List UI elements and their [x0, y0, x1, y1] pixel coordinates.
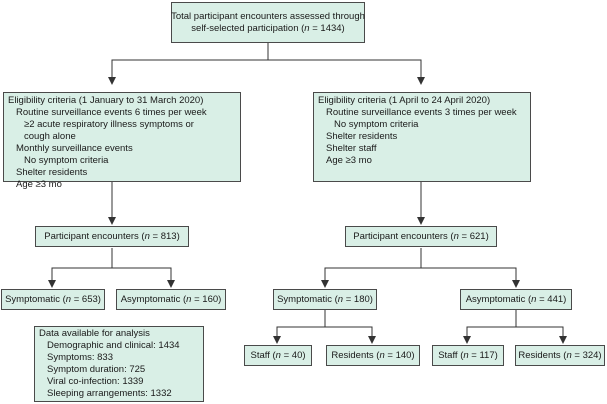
left-eligibility-item: ≥2 acute respiratory illness symptoms or — [24, 119, 194, 130]
right-encounters-box: Participant encounters (n = 621) — [345, 226, 497, 247]
left-eligibility-item: Monthly surveillance events — [16, 143, 133, 154]
data-available-item: Viral co-infection: 1339 — [47, 376, 144, 387]
total-line2: self-selected participation (n = 1434) — [191, 22, 345, 34]
right-eligibility-item: Routine surveillance events 3 times per … — [326, 107, 517, 118]
total-line1: Total participant encounters assessed th… — [171, 10, 365, 22]
left-eligibility-item: Routine surveillance events 6 times per … — [16, 107, 207, 118]
right-eligibility-box: Eligibility criteria (1 April to 24 Apri… — [313, 92, 531, 182]
left-encounters-box: Participant encounters (n = 813) — [35, 226, 189, 247]
data-available-box: Data available for analysis Demographic … — [34, 326, 204, 402]
left-eligibility-box: Eligibility criteria (1 January to 31 Ma… — [3, 92, 241, 190]
residents-symptomatic-box: Residents (n = 140) — [326, 345, 420, 366]
data-available-item: Demographic and clinical: 1434 — [47, 340, 180, 351]
left-eligibility-item: Shelter residents — [16, 167, 88, 178]
data-available-item: Symptoms: 833 — [47, 352, 113, 363]
data-available-item: Symptom duration: 725 — [47, 364, 146, 375]
residents-asymptomatic-box: Residents (n = 324) — [515, 345, 605, 366]
left-asymptomatic-box: Asymptomatic (n = 160) — [116, 289, 226, 310]
right-eligibility-title: Eligibility criteria (1 April to 24 Apri… — [318, 95, 491, 106]
right-eligibility-item: Age ≥3 mo — [326, 155, 372, 166]
left-eligibility-item: No symptom criteria — [24, 155, 109, 166]
right-asymptomatic-box: Asymptomatic (n = 441) — [460, 289, 572, 310]
right-eligibility-item: Shelter residents — [326, 131, 398, 142]
left-eligibility-item: Age ≥3 mo — [16, 179, 62, 190]
staff-symptomatic-box: Staff (n = 40) — [244, 345, 312, 366]
staff-asymptomatic-box: Staff (n = 117) — [432, 345, 504, 366]
data-available-title: Data available for analysis — [39, 328, 150, 339]
left-eligibility-title: Eligibility criteria (1 January to 31 Ma… — [8, 95, 204, 106]
total-encounters-box: Total participant encounters assessed th… — [171, 2, 365, 43]
data-available-item: Sleeping arrangements: 1332 — [47, 388, 172, 399]
left-symptomatic-box: Symptomatic (n = 653) — [1, 289, 105, 310]
right-eligibility-item: No symptom criteria — [334, 119, 419, 130]
left-eligibility-item: cough alone — [24, 131, 76, 142]
right-eligibility-item: Shelter staff — [326, 143, 377, 154]
right-symptomatic-box: Symptomatic (n = 180) — [273, 289, 377, 310]
